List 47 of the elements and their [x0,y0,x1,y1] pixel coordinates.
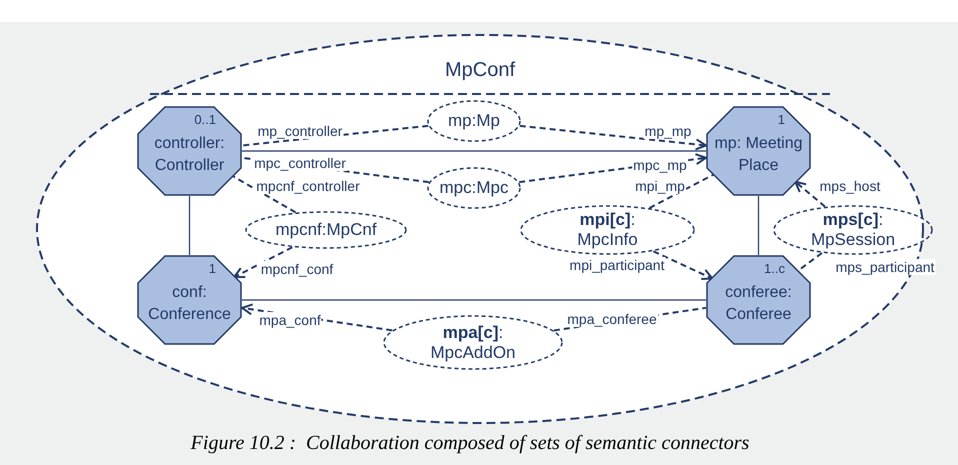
role-octagon [137,255,242,345]
role-octagon [706,106,811,196]
role-name: controller: Controller [153,134,226,176]
connector-ellipse [520,205,695,255]
multiplicity: 1 [208,262,216,275]
role-name: conferee: Conferee [724,283,793,325]
connector-ellipse [427,100,521,142]
arrow [794,180,826,208]
connector-ellipse [383,315,563,370]
role-name: conf: Conference [147,283,232,325]
edge-label: mpcnf_controller [255,178,361,194]
edge-label: mpc_mp [632,157,688,173]
connector-line [242,299,706,301]
connector-line [232,174,296,214]
role-name: mp: Meeting Place [713,134,804,176]
edge-label: mpcnf_conf [260,261,334,277]
multiplicity: 1 [778,113,785,126]
connector-name: mpc:Mpc [440,178,508,198]
figure-caption: Figure 10.2 : Collaboration composed of sets of semantic connectors [190,431,750,456]
edge-label: mpi_participant [568,257,666,273]
edge-label: mpi_mp [634,178,686,194]
collaboration-name: MpConf [444,58,516,83]
multiplicity: 0..1 [194,113,216,126]
multiplicity: 1..c [764,262,785,275]
connector-name: mpcnf:MpCnf [275,220,377,240]
connector-ellipse [427,167,521,209]
connector-ellipse [245,211,407,249]
connector-name: mp:Mp [448,111,500,131]
arrow [233,246,293,278]
edge-label: mpa_conferee [566,311,658,327]
connector-line [242,150,706,152]
arrow [653,250,714,280]
edge-label: mp_controller [256,123,344,139]
edge-label: mps_participant [834,259,936,275]
connector-name: mps[c]: MpSession [810,210,896,250]
connector-name: mpa[c]: MpcAddOn [429,322,517,362]
edge-label: mps_host [818,178,882,194]
role-octagon [706,255,811,345]
edge-label: mpa_conf [258,312,322,328]
connector-name: mpi[c]: MpcInfo [576,210,639,250]
role-octagon [137,106,242,196]
edge-label: mpc_controller [253,155,347,171]
connector-line [648,173,715,209]
connector-line [758,196,760,255]
arrow [520,124,707,150]
connector-line [188,196,190,255]
connector-ellipse [773,205,933,255]
